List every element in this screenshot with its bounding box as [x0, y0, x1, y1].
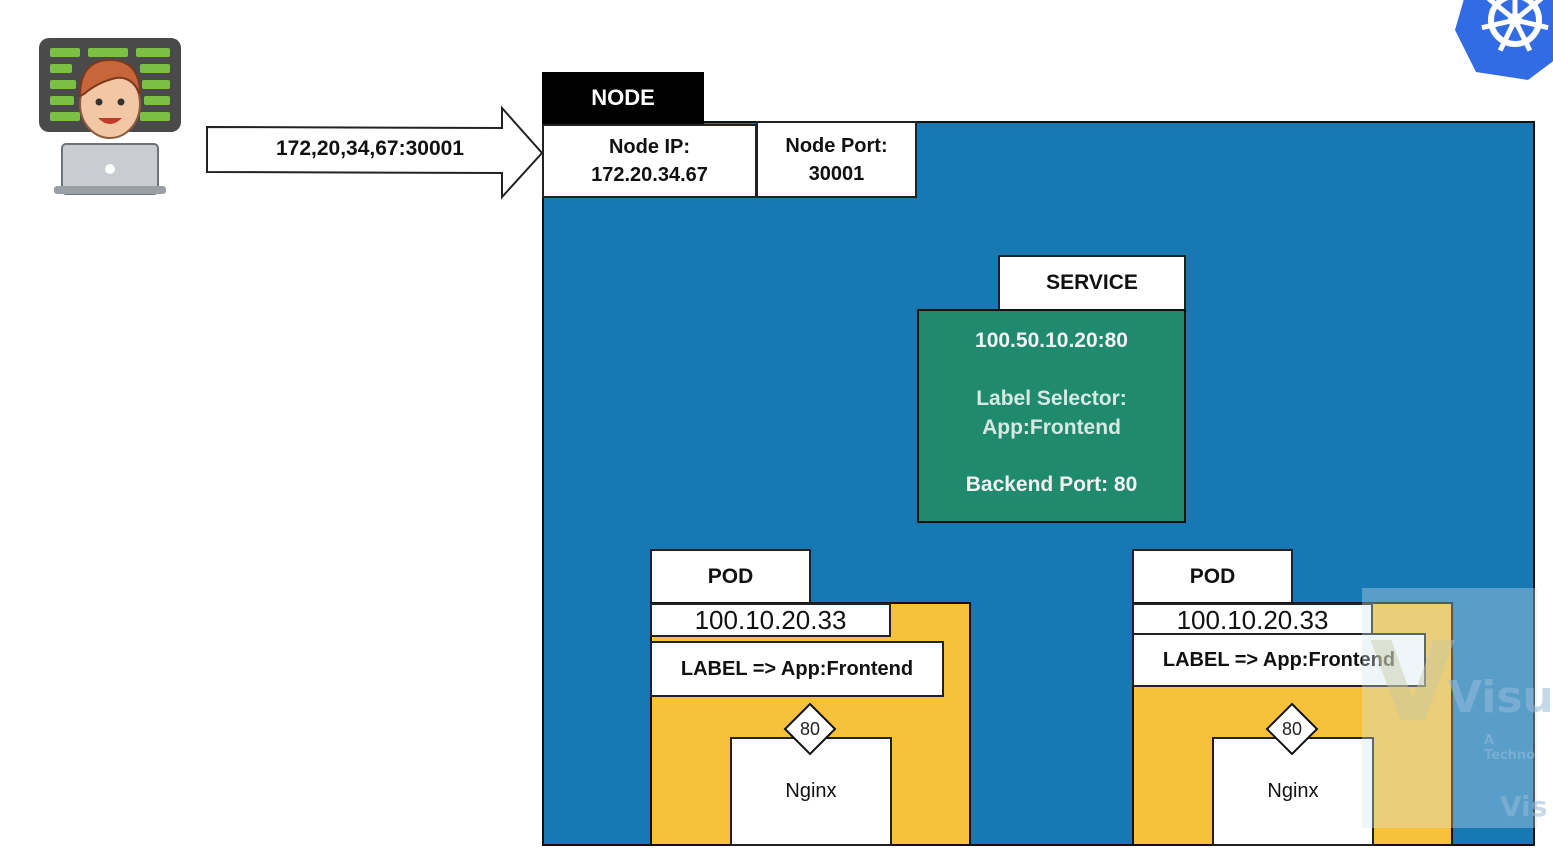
service-box: 100.50.10.20:80 Label Selector: App:Fron…	[917, 309, 1186, 523]
service-backend-port: Backend Port: 80	[965, 473, 1138, 496]
watermark-subtext: A Techno	[1484, 733, 1536, 763]
developer-avatar	[36, 36, 186, 196]
container-box: Nginx	[730, 737, 892, 846]
watermark-v-mark: V	[1370, 618, 1456, 746]
node-ip-label: Node IP:	[608, 136, 691, 158]
container-box: Nginx	[1212, 737, 1374, 846]
developer-laptop-icon	[39, 38, 181, 195]
port-diamond: 80	[1265, 702, 1319, 756]
pod-label: LABEL => App:Frontend	[1132, 633, 1426, 687]
pod-ip: 100.10.20.33	[650, 603, 891, 637]
request-address-label: 172,20,34,67:30001	[275, 137, 464, 160]
kubernetes-helm-icon	[1455, 0, 1553, 80]
pod-label: LABEL => App:Frontend	[650, 641, 944, 697]
node-ip-box: Node IP: 172.20.34.67	[542, 124, 757, 198]
node-port-label: Node Port:	[785, 134, 888, 157]
watermark-logo: V Visual A Techno	[1362, 588, 1553, 828]
port-number: 80	[799, 718, 821, 739]
pod-ip: 100.10.20.33	[1132, 603, 1373, 637]
port-diamond: 80	[783, 702, 837, 756]
watermark-text: Visual	[1448, 672, 1553, 723]
pod-tab: POD	[1132, 549, 1293, 604]
node-tab: NODE	[542, 72, 704, 124]
service-selector-value: App:Frontend	[982, 416, 1121, 439]
service-selector-label: Label Selector:	[976, 387, 1127, 410]
port-number: 80	[1281, 718, 1303, 739]
node-port-box: Node Port: 30001	[756, 121, 917, 198]
pod-tab: POD	[650, 549, 811, 604]
request-arrow	[206, 105, 544, 200]
node-ip-value: 172.20.34.67	[591, 164, 708, 186]
node-port-value: 30001	[808, 162, 865, 185]
watermark-text-secondary: Vis	[1500, 790, 1548, 823]
service-tab: SERVICE	[998, 255, 1186, 311]
service-address: 100.50.10.20:80	[975, 329, 1128, 352]
